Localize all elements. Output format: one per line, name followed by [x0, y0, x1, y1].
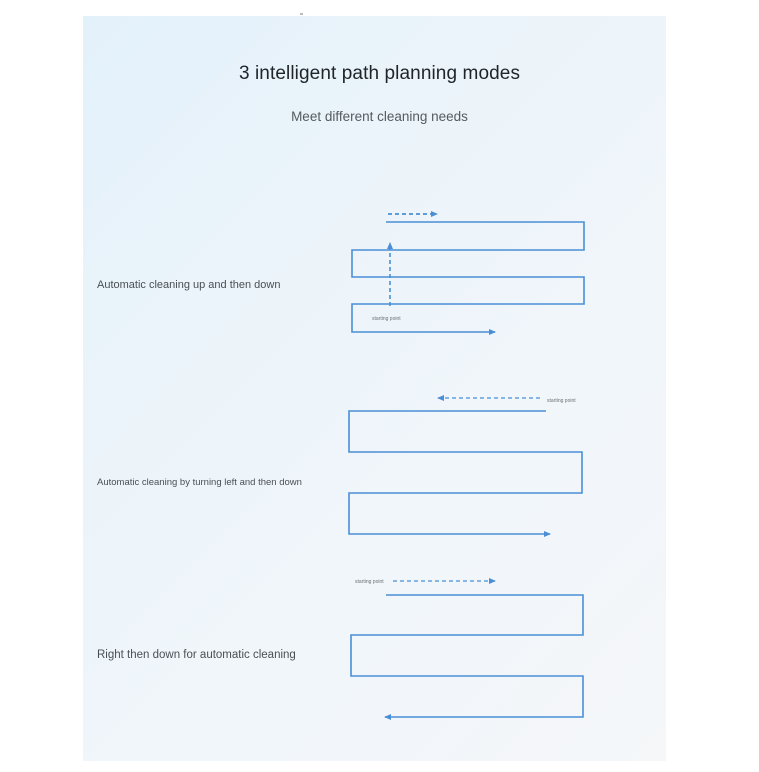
decorative-dot	[300, 13, 303, 15]
mode-1-zigzag-path	[351, 221, 585, 335]
mode-label-up-then-down: Automatic cleaning up and then down	[97, 279, 281, 291]
mode-3-zigzag-path	[350, 594, 584, 720]
mode-label-right-then-down: Right then down for automatic cleaning	[97, 649, 296, 661]
page-title: 3 intelligent path planning modes	[238, 63, 521, 84]
mode-label-left-then-down: Automatic cleaning by turning left and t…	[97, 477, 302, 488]
mode-2-zigzag-path	[348, 410, 583, 537]
mode-2-start-label: starting point	[547, 398, 576, 404]
content-panel	[83, 16, 666, 761]
page-subtitle: Meet different cleaning needs	[291, 109, 468, 124]
mode-1-start-label: starting point	[372, 316, 401, 322]
mode-2-diagram: starting point	[348, 395, 583, 537]
mode-1-diagram: starting point	[351, 211, 585, 335]
mode-3-diagram: starting point	[350, 578, 584, 720]
mode-3-start-label: starting point	[355, 579, 384, 585]
